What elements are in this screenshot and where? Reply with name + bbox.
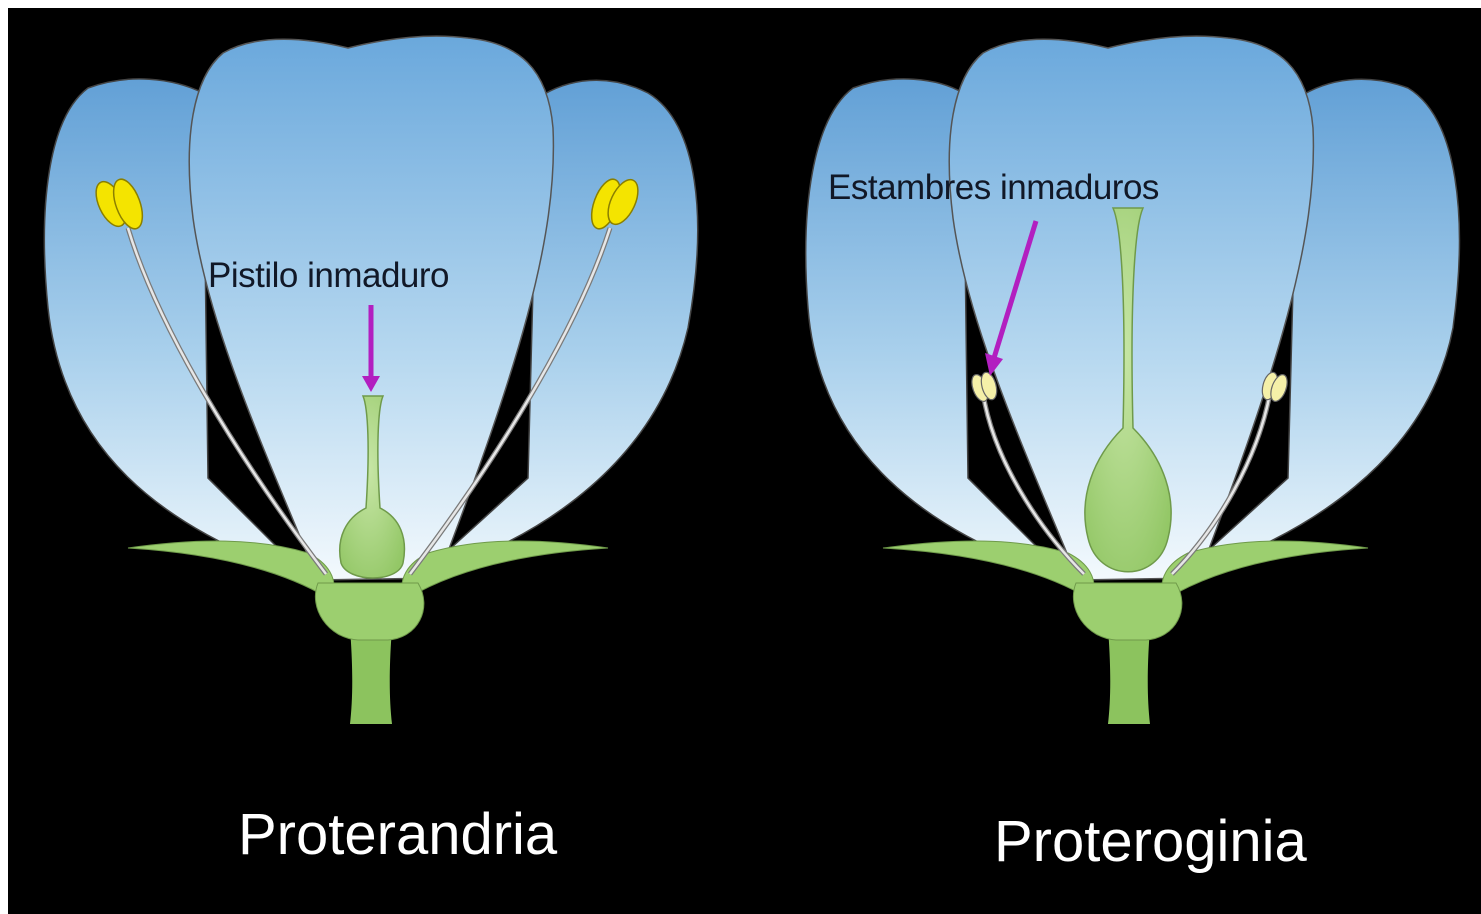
diagram-canvas: Pistilo inmaduro Estambres inmaduros Pro… [8, 8, 1481, 914]
pistil-annotation: Pistilo inmaduro [208, 256, 449, 296]
right-stem [1108, 628, 1150, 724]
right-receptacle [1073, 583, 1181, 640]
left-stem [350, 628, 392, 724]
left-caption: Proterandria [238, 801, 557, 868]
left-sepal-left [128, 541, 334, 598]
right-flower [806, 36, 1460, 724]
left-receptacle [315, 583, 423, 640]
stamens-annotation: Estambres inmaduros [828, 168, 1159, 208]
right-caption: Proteroginia [994, 808, 1307, 875]
left-flower [44, 36, 697, 724]
flower-diagram [8, 8, 1481, 914]
